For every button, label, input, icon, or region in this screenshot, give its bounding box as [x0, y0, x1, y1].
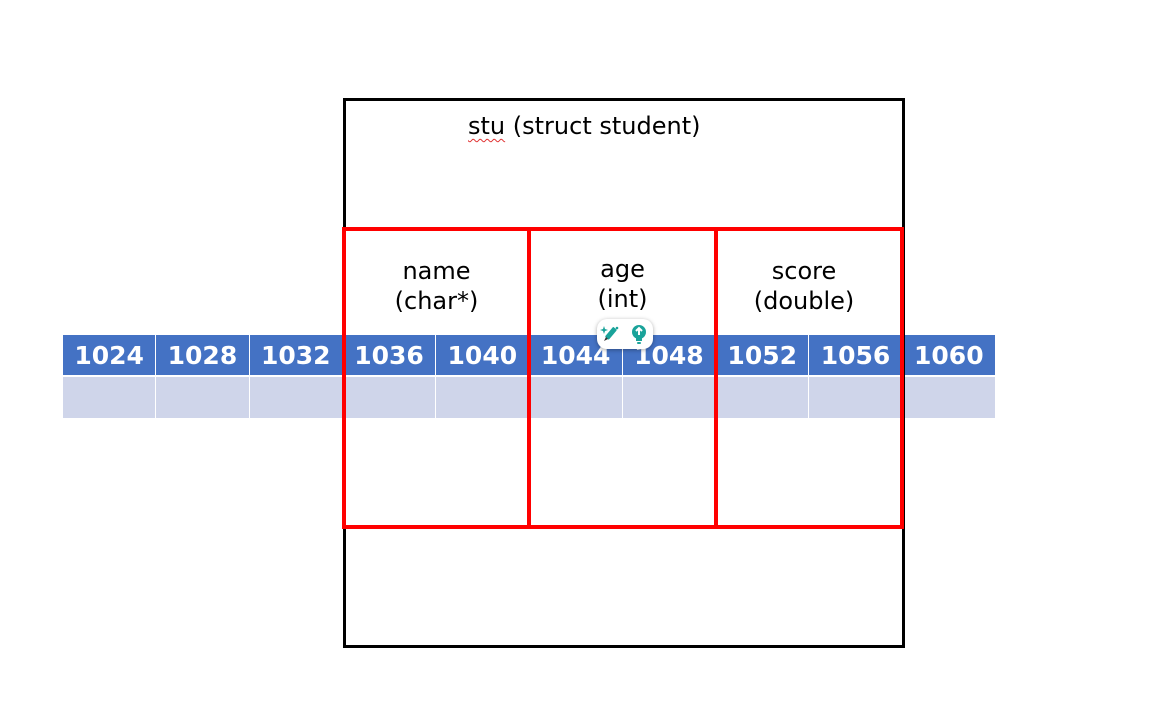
memory-cell [529, 377, 623, 418]
memory-value-row [63, 377, 995, 418]
memory-cell [156, 377, 250, 418]
field-name: score [771, 257, 837, 285]
memory-cell [716, 377, 810, 418]
struct-type: (struct student) [512, 112, 701, 140]
address-cell: 1024 [63, 335, 157, 375]
address-cell: 1036 [342, 335, 437, 375]
memory-cell [63, 377, 157, 418]
field-label-name: name (char*) [342, 256, 531, 316]
memory-cell [622, 377, 717, 418]
field-box-score [714, 227, 904, 529]
address-cell: 1032 [249, 335, 343, 375]
address-cell: 1052 [716, 335, 810, 375]
field-type: (char*) [394, 287, 479, 315]
memory-cell [436, 377, 530, 418]
address-cell: 1056 [809, 335, 903, 375]
struct-var-name: stu [468, 112, 506, 140]
field-name: age [600, 255, 645, 283]
memory-cell [902, 377, 995, 418]
field-type: (double) [753, 287, 855, 315]
field-label-score: score (double) [714, 256, 894, 316]
memory-cell [809, 377, 903, 418]
lightbulb-icon[interactable] [628, 323, 650, 345]
address-cell: 1028 [156, 335, 250, 375]
memory-cell [249, 377, 343, 418]
address-cell: 1060 [902, 335, 995, 375]
sparkle-pencil-icon[interactable] [600, 323, 622, 345]
struct-title: stu (struct student) [468, 112, 700, 140]
field-label-age: age (int) [527, 254, 718, 314]
field-name: name [402, 257, 471, 285]
field-type: (int) [597, 285, 648, 313]
memory-cell [342, 377, 437, 418]
address-cell: 1040 [436, 335, 530, 375]
floating-toolbar[interactable] [597, 319, 653, 349]
memory-address-row: 1024 1028 1032 1036 1040 1044 1048 1052 … [63, 335, 995, 375]
